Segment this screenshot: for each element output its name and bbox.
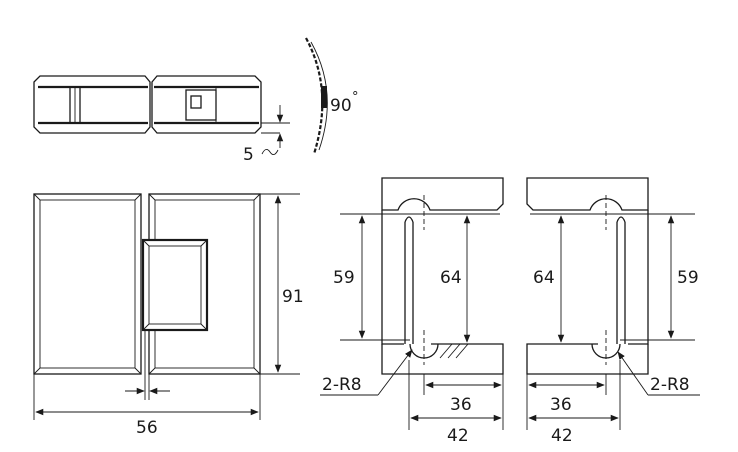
- angle-label: 90: [330, 96, 352, 116]
- right-cutout-view: [526, 177, 649, 375]
- width-label: 56: [136, 418, 158, 438]
- gap-label: 5: [243, 145, 254, 165]
- left-cutout-dimensions: 59 64 36 42 2-R8: [320, 213, 504, 446]
- right-inner-label: 64: [533, 268, 555, 288]
- height-dimension: 91: [260, 193, 304, 375]
- left-small-width-label: 36: [450, 395, 472, 415]
- left-outer-label: 59: [333, 268, 355, 288]
- left-cutout-view: [381, 177, 504, 375]
- left-radius-label: 2-R8: [322, 375, 362, 395]
- left-inner-label: 64: [440, 268, 462, 288]
- right-small-width-label: 36: [550, 395, 572, 415]
- top-view-hinge: [33, 75, 290, 134]
- swing-arc: 90 °: [305, 37, 359, 155]
- height-label: 91: [282, 287, 304, 307]
- right-outer-label: 59: [677, 268, 699, 288]
- right-radius-label: 2-R8: [650, 375, 690, 395]
- width-dimension: 56: [33, 374, 261, 438]
- right-cutout-dimensions: 59 64 36 42 2-R8: [526, 213, 700, 446]
- degree-symbol: °: [352, 90, 359, 105]
- left-big-width-label: 42: [447, 426, 469, 446]
- gap-dimension: 5: [243, 105, 284, 165]
- right-big-width-label: 42: [551, 426, 573, 446]
- front-view-hinge: [33, 193, 261, 400]
